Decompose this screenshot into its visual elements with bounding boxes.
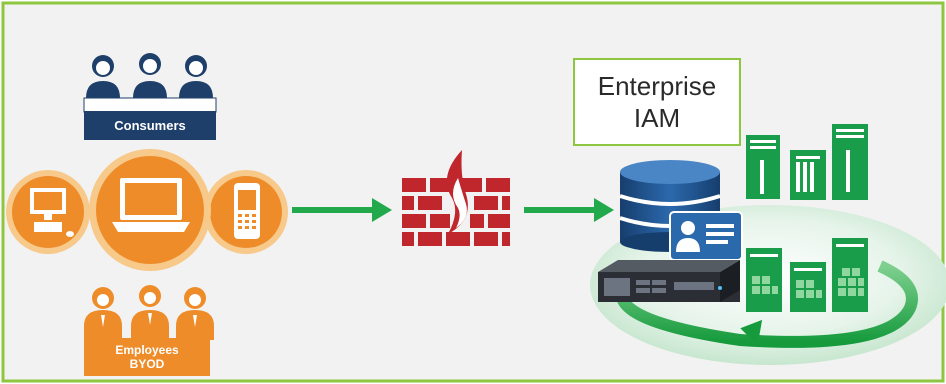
rack-server-icon xyxy=(598,260,740,302)
consumers-label-bg xyxy=(84,111,216,140)
employees-faces xyxy=(97,292,201,327)
phone-icon xyxy=(234,183,260,239)
consumers-label: Consumers xyxy=(114,118,186,133)
server-icon xyxy=(746,124,868,200)
firewall-icon xyxy=(402,150,510,246)
employees-label-line1: Employees xyxy=(115,343,179,357)
employees-label-bg xyxy=(84,338,210,376)
laptop-icon xyxy=(112,178,190,232)
server-icon-lower xyxy=(746,238,868,312)
desktop-icon xyxy=(30,188,74,237)
iam-title-line2: IAM xyxy=(633,103,681,133)
id-card-icon xyxy=(669,211,743,261)
enterprise-iam-box: Enterprise IAM xyxy=(573,58,741,146)
iam-title-line1: Enterprise xyxy=(597,71,717,101)
arrow-devices-to-firewall xyxy=(292,198,392,222)
employees-label-line2: BYOD xyxy=(129,357,165,371)
employees-label: Employees BYOD xyxy=(84,338,210,376)
consumers-users-icon xyxy=(83,53,217,113)
arrow-firewall-to-iam xyxy=(524,198,614,222)
